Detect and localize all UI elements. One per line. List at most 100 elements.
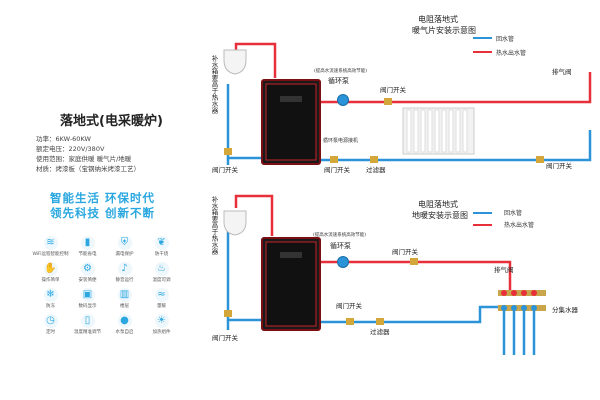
valve-icon <box>370 156 378 163</box>
feature-label: 量暖 <box>157 304 166 309</box>
valve-icon <box>224 310 232 317</box>
legend-supply: 热水出水管 <box>496 49 526 57</box>
feature-label: 数码显示 <box>78 304 97 309</box>
feature-item: ▯ 温度精准调节 <box>69 314 106 335</box>
heating-icon: ☀ <box>154 314 169 328</box>
feature-label: 加热组件 <box>152 330 171 335</box>
spec-list: 功率：6KW-60KW 额定电压：220V/380V 使用范围：家庭供暖 暖气片… <box>36 134 140 174</box>
battery-icon: ▮ <box>80 236 95 250</box>
slogan-line-1: 智能生活 环保时代 <box>50 191 156 205</box>
drop-icon: ● <box>117 314 132 328</box>
tank-label: 补水箱要高于热水器 <box>210 54 218 115</box>
feature-item: ⛨ 漏电保护 <box>106 236 143 257</box>
sensor-label: (提高水流速系统高效节能) <box>313 231 366 238</box>
floor-heating-diagram: 电阻落地式 地暖安装示意图 回水管 热水出水管 补水箱要高于热水器 (提高水流速… <box>210 195 579 355</box>
slogan-line-2: 领先科技 创新不断 <box>50 206 156 220</box>
legend-return: 回水管 <box>504 209 522 217</box>
valve-icon <box>536 156 544 163</box>
supply-pipe <box>316 72 592 104</box>
circulation-pump <box>337 256 349 268</box>
spec-voltage: 额定电压：220V/380V <box>36 145 105 153</box>
diagram-title: 暖气片安装示意图 <box>412 25 476 35</box>
quiet-icon: ♪ <box>117 262 132 276</box>
feature-item: ▮ 节能省电 <box>69 236 106 257</box>
return-pipe <box>318 130 592 162</box>
feature-label: 防干烧 <box>154 252 169 257</box>
building-icon: ▥ <box>117 288 132 302</box>
display-icon: ▣ <box>80 288 95 302</box>
feature-label: 静音运行 <box>115 278 134 283</box>
valve-icon <box>376 318 384 325</box>
thermo-icon: ▯ <box>80 314 95 328</box>
radiator <box>402 107 475 155</box>
feature-item: ✋ 操作简单 <box>32 262 69 283</box>
spec-power: 功率：6KW-60KW <box>36 135 91 143</box>
feature-item: ▥ 楼层 <box>106 288 143 309</box>
valve-icon <box>224 148 232 155</box>
feature-label: 防冻 <box>46 304 55 309</box>
slogan: 智能生活 环保时代 领先科技 创新不断 <box>50 191 155 221</box>
sensor-label: (提高水流速系统高效节能) <box>314 67 367 74</box>
feature-label: 楼层 <box>120 304 129 309</box>
feature-label: 温度可调 <box>152 278 171 283</box>
valve-label: 阀门开关 <box>212 333 239 342</box>
feature-item: ◷ 定时 <box>32 314 69 335</box>
valve-icon <box>384 98 392 105</box>
valve-icon <box>346 318 354 325</box>
return-pipe <box>226 226 262 322</box>
spec-material: 材质：烤漆板（宝钢纳米烤漆工艺） <box>36 165 140 173</box>
diagram-title: 地暖安装示意图 <box>412 210 468 220</box>
manifold <box>498 290 546 355</box>
water-tank <box>223 210 247 236</box>
filter-label: 过滤器 <box>366 165 386 174</box>
valve-label: 阀门开关 <box>392 247 419 256</box>
legend-return: 回水管 <box>496 35 514 43</box>
manifold-label: 分集水器 <box>552 305 579 314</box>
filter-label: 过滤器 <box>370 327 390 336</box>
wifi-icon: ≋ <box>43 236 58 250</box>
feature-item: ♪ 静音运行 <box>106 262 143 283</box>
circulation-pump <box>337 94 349 106</box>
spec-usage: 使用范围：家庭供暖 暖气片/地暖 <box>36 155 132 163</box>
product-title: 落地式(电采暖炉) <box>60 114 163 129</box>
vent-label: 排气阀 <box>552 67 572 76</box>
valve-icon <box>410 258 418 265</box>
valve-label: 阀门开关 <box>380 85 407 94</box>
feature-item: ≋ WiFi远程智能控制 <box>32 236 69 257</box>
pump-power-label: 循环泵电源接机 <box>323 137 358 144</box>
return-pipe <box>226 84 265 160</box>
feature-label: 定时 <box>46 330 55 335</box>
feature-item: ● 水泵自启 <box>106 314 143 335</box>
feature-item: ≈ 量暖 <box>143 288 180 309</box>
pump-label: 循环泵 <box>330 241 351 250</box>
valve-icon <box>330 156 338 163</box>
feature-label: WiFi远程智能控制 <box>32 252 69 257</box>
freeze-icon: ❄ <box>43 288 58 302</box>
shield-icon: ⛨ <box>117 236 132 250</box>
supply-pipe <box>318 260 512 290</box>
wind-icon: ≈ <box>154 288 169 302</box>
water-tank <box>223 49 247 75</box>
feature-label: 操作简单 <box>41 278 60 283</box>
pump-label: 循环泵 <box>328 76 349 85</box>
return-pipe <box>318 305 500 324</box>
feature-item: ❄ 防冻 <box>32 288 69 309</box>
feature-label: 水泵自启 <box>115 330 134 335</box>
vent-label: 排气阀 <box>494 265 514 274</box>
feature-label: 温度精准调节 <box>74 330 101 335</box>
feature-icon-grid: ≋WiFi远程智能控制▮节能省电⛨漏电保护❦防干烧✋操作简单⚙安装简便♪静音运行… <box>32 236 182 335</box>
diagram-title: 电阻落地式 <box>418 199 458 209</box>
feature-item: ⚙安装简便 <box>69 262 106 283</box>
operation-icon: ✋ <box>43 262 58 276</box>
timer-icon: ◷ <box>43 314 58 328</box>
feature-label: 节能省电 <box>78 252 97 257</box>
valve-label: 阀门开关 <box>546 161 573 170</box>
supply-pipe <box>234 194 274 236</box>
feature-label: 漏电保护 <box>115 252 134 257</box>
temp-icon: ♨ <box>154 262 169 276</box>
feature-item: ♨ 温度可调 <box>143 262 180 283</box>
install-icon: ⚙ <box>80 262 95 276</box>
diagram-title: 电阻落地式 <box>418 14 458 24</box>
valve-label: 阀门开关 <box>324 165 351 174</box>
